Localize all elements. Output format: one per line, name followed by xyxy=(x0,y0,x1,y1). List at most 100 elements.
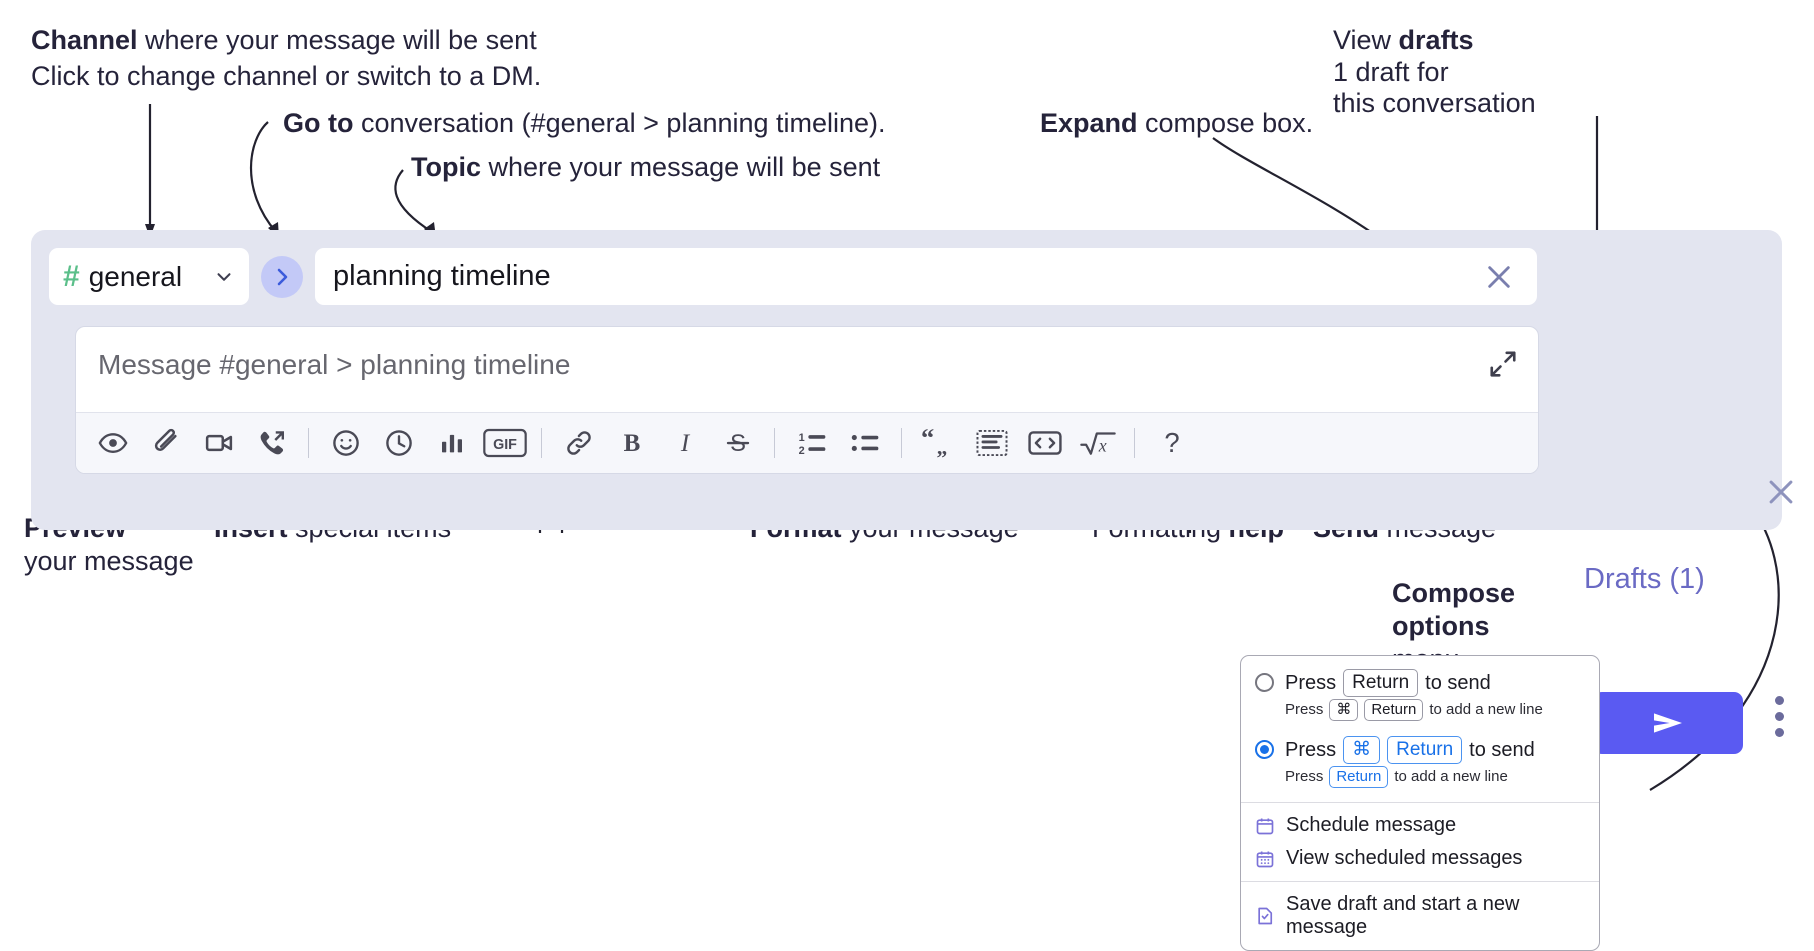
toolbar-divider xyxy=(901,428,902,458)
code-snippet-icon[interactable] xyxy=(1018,418,1071,468)
annotation-channel-rest: where your message will be sent xyxy=(137,25,537,55)
send-button[interactable] xyxy=(1593,692,1743,754)
annotation-drafts-prefix: View xyxy=(1333,25,1399,55)
annotation-channel-bold: Channel xyxy=(31,25,138,55)
key-return: Return xyxy=(1364,699,1424,721)
menu-item-save-draft[interactable]: Save draft and start a new message xyxy=(1241,888,1599,944)
channel-selector[interactable]: # general xyxy=(49,248,249,305)
sub-prefix: Press xyxy=(1285,701,1324,718)
annotation-goto-bold: Go to xyxy=(283,108,354,138)
annotation-goto: Go to conversation (#general > planning … xyxy=(283,105,886,141)
sub-suffix: to add a new line xyxy=(1394,768,1508,785)
sub-prefix: Press xyxy=(1285,768,1324,785)
press-prefix: Press xyxy=(1285,739,1337,761)
kebab-dot xyxy=(1775,728,1784,737)
formatting-help-icon[interactable]: ? xyxy=(1145,418,1198,468)
key-return: Return xyxy=(1329,766,1389,788)
calendar-grid-icon xyxy=(1255,849,1275,869)
sub-suffix: to add a new line xyxy=(1429,701,1543,718)
strikethrough-icon[interactable]: S xyxy=(711,418,764,468)
bold-icon[interactable]: B xyxy=(605,418,658,468)
topic-input[interactable]: planning timeline xyxy=(315,248,1537,305)
annotation-preview-line2: your message xyxy=(24,546,194,576)
annotation-expand-rest: compose box. xyxy=(1137,108,1314,138)
expand-icon[interactable] xyxy=(1488,349,1518,379)
channel-name: general xyxy=(88,260,183,292)
gif-icon[interactable]: GIF xyxy=(478,418,531,468)
goto-conversation-button[interactable] xyxy=(261,255,303,298)
kebab-dot xyxy=(1775,712,1784,721)
menu-item-label: Schedule message xyxy=(1286,814,1457,836)
menu-radio-option-cmd-return[interactable]: Press ⌘ Return to send xyxy=(1241,729,1599,766)
svg-text:GIF: GIF xyxy=(493,437,517,453)
svg-text:2: 2 xyxy=(798,445,804,457)
link-icon[interactable] xyxy=(552,418,605,468)
blockquote-icon[interactable]: “„ xyxy=(912,418,965,468)
audio-call-icon[interactable] xyxy=(245,418,298,468)
annotation-topic: Topic where your message will be sent xyxy=(411,149,880,185)
annotation-channel-sub: Click to change channel or switch to a D… xyxy=(31,61,542,91)
radio-option-label: Press ⌘ Return to send xyxy=(1285,736,1535,764)
clock-icon[interactable] xyxy=(372,418,425,468)
clear-topic-icon[interactable] xyxy=(1483,261,1515,293)
svg-text:x: x xyxy=(1097,435,1106,455)
toolbar-divider xyxy=(541,428,542,458)
compose-options-button[interactable] xyxy=(1775,696,1784,737)
hash-icon: # xyxy=(63,259,80,293)
math-icon[interactable]: x xyxy=(1071,418,1124,468)
key-return: Return xyxy=(1387,736,1463,764)
italic-icon[interactable]: I xyxy=(658,418,711,468)
svg-text:1: 1 xyxy=(798,432,804,444)
key-command: ⌘ xyxy=(1343,736,1381,764)
bar-chart-icon[interactable] xyxy=(425,418,478,468)
close-icon[interactable] xyxy=(1764,475,1798,509)
menu-divider xyxy=(1241,802,1599,803)
annotation-drafts: View drafts xyxy=(1333,22,1474,58)
attachment-icon[interactable] xyxy=(139,418,192,468)
key-return: Return xyxy=(1343,669,1419,697)
menu-item-view-scheduled[interactable]: View scheduled messages xyxy=(1241,842,1599,875)
annotation-expand: Expand compose box. xyxy=(1040,105,1313,141)
kebab-dot xyxy=(1775,696,1784,705)
annotation-drafts-line3: this conversation xyxy=(1333,88,1536,118)
bulleted-list-icon[interactable] xyxy=(838,418,891,468)
menu-subline-newline-2: Press Return to add a new line xyxy=(1241,766,1599,796)
press-suffix: to send xyxy=(1425,672,1491,694)
menu-radio-option-return[interactable]: Press Return to send xyxy=(1241,662,1599,699)
press-prefix: Press xyxy=(1285,672,1337,694)
annotation-topic-bold: Topic xyxy=(411,152,481,182)
radio-button[interactable] xyxy=(1255,673,1274,692)
toolbar-divider xyxy=(774,428,775,458)
svg-text:B: B xyxy=(623,430,640,457)
menu-item-schedule-message[interactable]: Schedule message xyxy=(1241,809,1599,842)
drafts-link[interactable]: Drafts (1) xyxy=(1584,563,1705,595)
annotation-expand-bold: Expand xyxy=(1040,108,1138,138)
topic-value: planning timeline xyxy=(333,260,551,292)
code-block-icon[interactable] xyxy=(965,418,1018,468)
compose-options-menu: Press Return to send Press ⌘ Return to a… xyxy=(1240,655,1600,951)
calendar-icon xyxy=(1255,816,1275,836)
save-draft-icon xyxy=(1255,906,1275,926)
annotation-goto-rest: conversation (#general > planning timeli… xyxy=(353,108,886,138)
message-input-box[interactable]: Message #general > planning timeline xyxy=(75,326,1539,474)
preview-icon[interactable] xyxy=(86,418,139,468)
radio-button-selected[interactable] xyxy=(1255,740,1274,759)
chevron-down-icon xyxy=(213,266,235,288)
menu-subline-newline-1: Press ⌘ Return to add a new line xyxy=(1241,699,1599,729)
toolbar-divider xyxy=(308,428,309,458)
annotation-compose-options-line1: Compose xyxy=(1392,575,1515,611)
video-icon[interactable] xyxy=(192,418,245,468)
compose-header-row: # general planning timeline xyxy=(49,248,1537,305)
annotation-channel: Channel where your message will be sent xyxy=(31,22,537,58)
send-icon xyxy=(1654,713,1682,733)
annotation-topic-rest: where your message will be sent xyxy=(481,152,881,182)
toolbar-divider xyxy=(1134,428,1135,458)
emoji-icon[interactable] xyxy=(319,418,372,468)
annotation-drafts-bold: drafts xyxy=(1398,25,1474,55)
press-suffix: to send xyxy=(1469,739,1535,761)
svg-text:?: ? xyxy=(1164,428,1179,458)
annotation-compose-options-line2: options xyxy=(1392,608,1489,644)
